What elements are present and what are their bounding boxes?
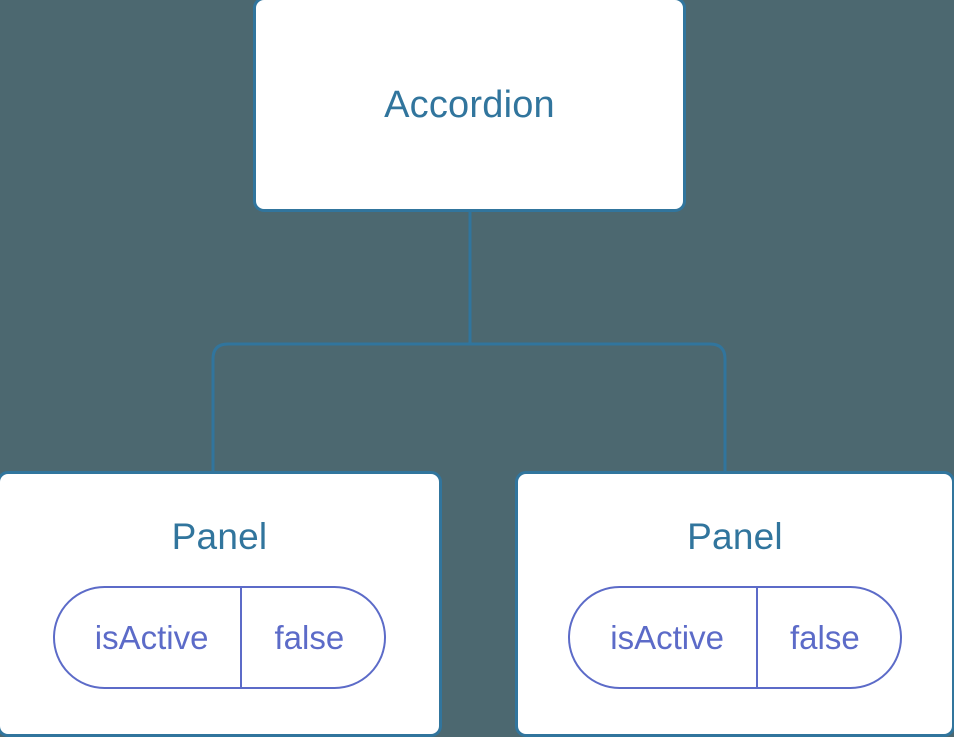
node-accordion-label: Accordion bbox=[384, 83, 555, 126]
prop-value-isactive: false bbox=[240, 588, 384, 687]
node-panel-2[interactable]: Panel isActive false bbox=[515, 471, 954, 737]
node-accordion[interactable]: Accordion bbox=[253, 0, 686, 212]
node-panel-1[interactable]: Panel isActive false bbox=[0, 471, 442, 737]
prop-badge-panel-2[interactable]: isActive false bbox=[568, 586, 902, 689]
edge-branch-left bbox=[211, 342, 470, 474]
node-panel-2-label: Panel bbox=[687, 516, 783, 557]
edge-branch-right bbox=[470, 342, 727, 474]
node-panel-1-label: Panel bbox=[171, 516, 268, 557]
prop-key-isactive: isActive bbox=[610, 619, 724, 656]
prop-value-isactive: false bbox=[755, 588, 900, 687]
prop-key-isactive: isActive bbox=[94, 619, 209, 656]
prop-badge-panel-1[interactable]: isActive false bbox=[52, 586, 387, 689]
